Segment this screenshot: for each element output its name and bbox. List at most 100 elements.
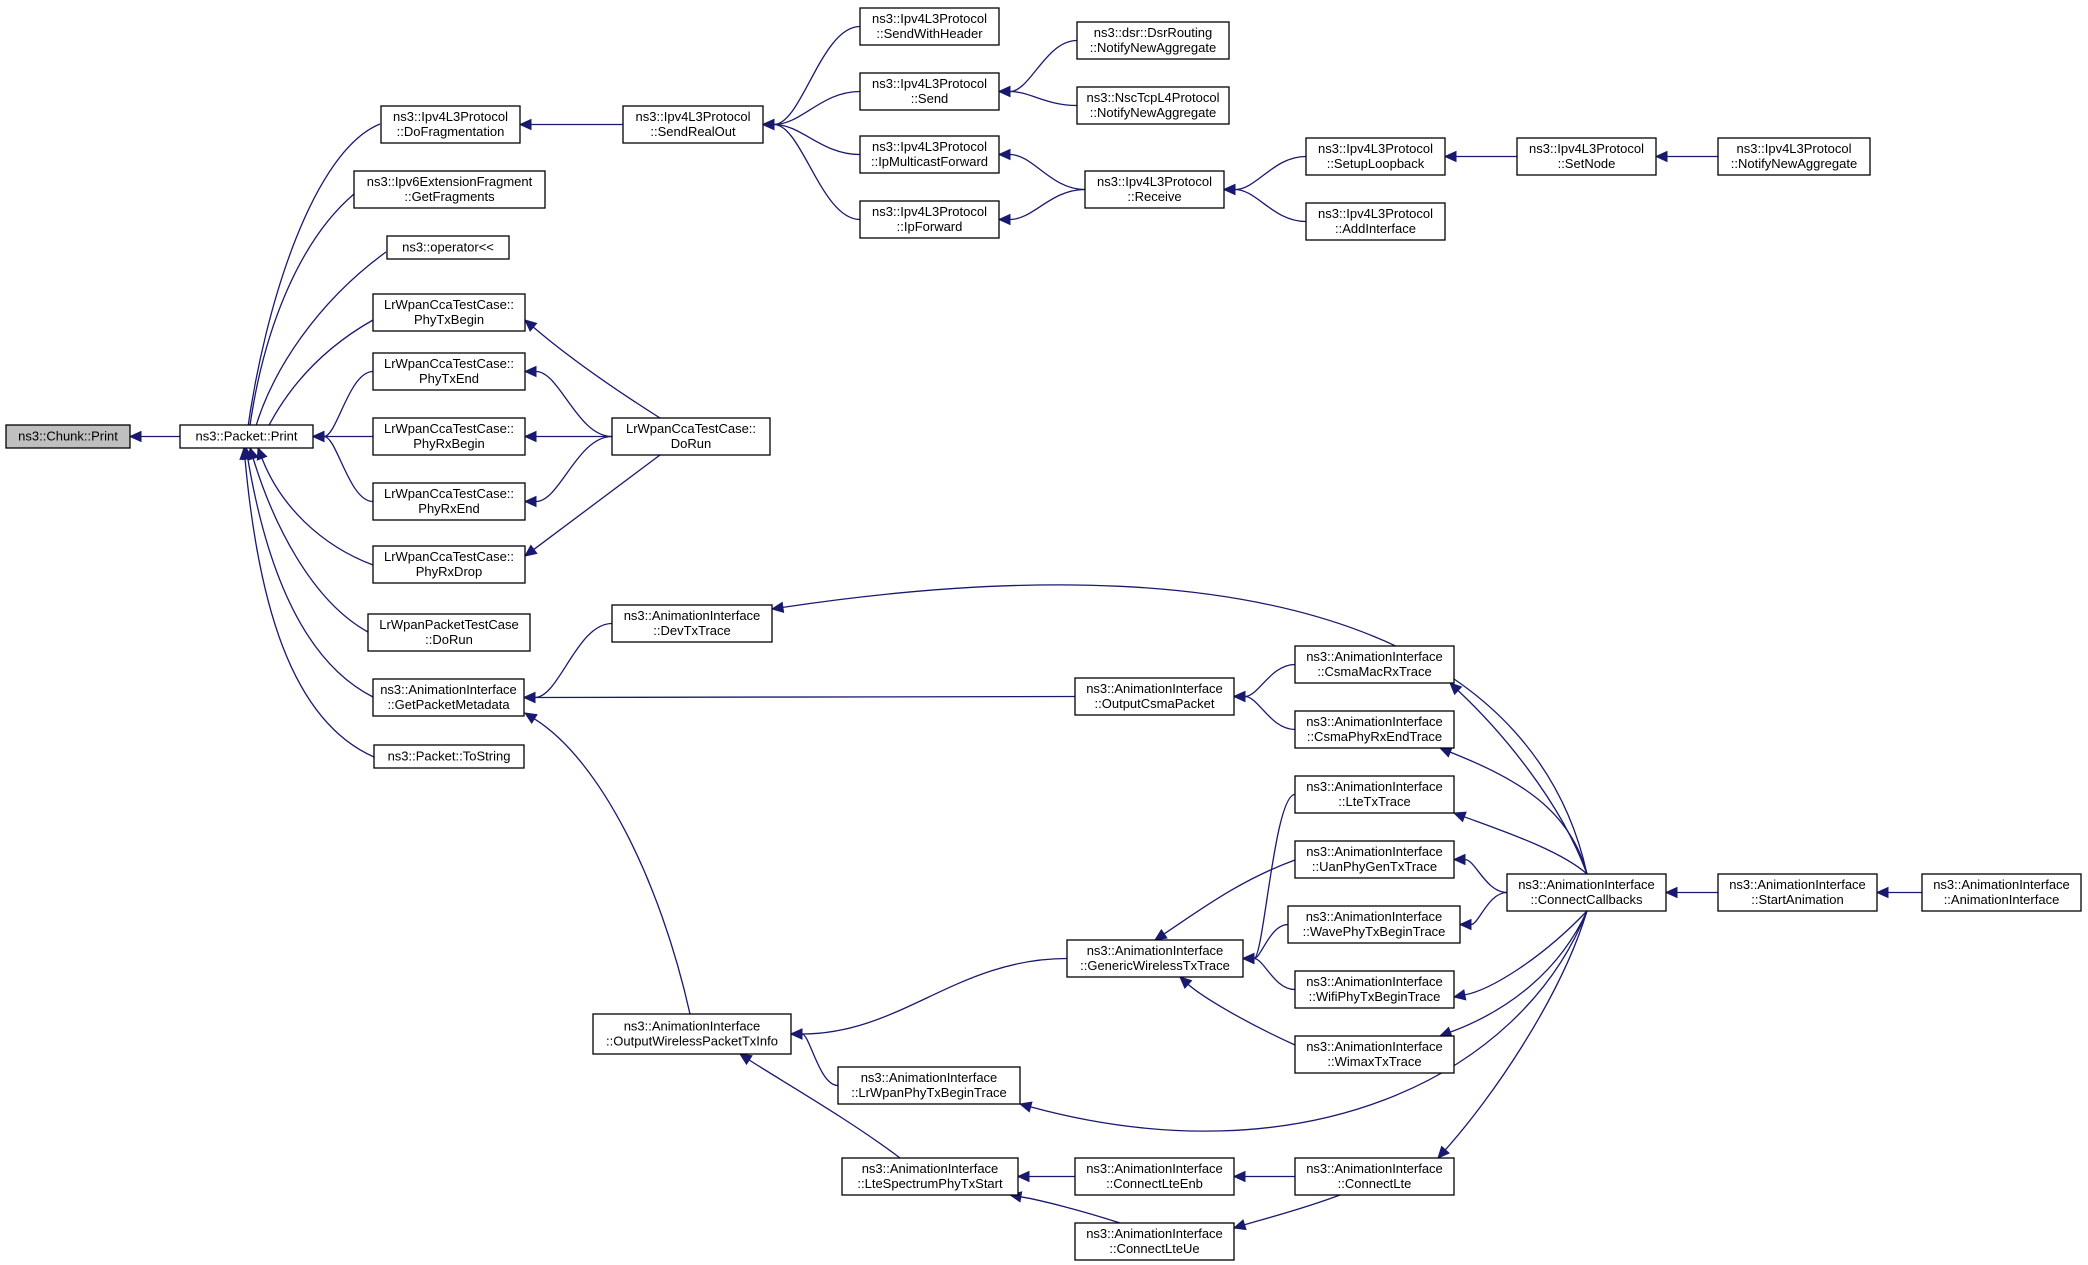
node-box[interactable] xyxy=(1076,86,1230,125)
node-box[interactable] xyxy=(1074,1157,1235,1196)
node-box[interactable] xyxy=(1294,1157,1455,1196)
node-devtxtrace[interactable]: ns3::AnimationInterface::DevTxTrace xyxy=(611,604,773,643)
node-outputcsmapacket[interactable]: ns3::AnimationInterface::OutputCsmaPacke… xyxy=(1074,677,1235,716)
node-box[interactable] xyxy=(353,170,546,209)
node-connectcallbacks[interactable]: ns3::AnimationInterface::ConnectCallback… xyxy=(1506,873,1667,912)
node-label: ::SendWithHeader xyxy=(876,26,983,41)
node-ltetxtrace[interactable]: ns3::AnimationInterface::LteTxTrace xyxy=(1294,775,1455,814)
node-box[interactable] xyxy=(373,744,525,769)
node-uanphygentxtrace[interactable]: ns3::AnimationInterface::UanPhyGenTxTrac… xyxy=(1294,840,1455,879)
node-packet_print[interactable]: ns3::Packet::Print xyxy=(179,424,314,449)
node-box[interactable] xyxy=(611,604,773,643)
node-genericwirelesstxtrace[interactable]: ns3::AnimationInterface::GenericWireless… xyxy=(1066,939,1244,978)
node-box[interactable] xyxy=(1294,710,1455,749)
node-sendwithheader[interactable]: ns3::Ipv4L3Protocol::SendWithHeader xyxy=(859,7,1000,46)
node-box[interactable] xyxy=(1516,137,1657,176)
node-box[interactable] xyxy=(1066,939,1244,978)
node-box[interactable] xyxy=(1506,873,1667,912)
node-connectlte[interactable]: ns3::AnimationInterface::ConnectLte xyxy=(1294,1157,1455,1196)
edge-line xyxy=(1244,1194,1341,1226)
node-animationinterface_ctor[interactable]: ns3::AnimationInterface::AnimationInterf… xyxy=(1921,873,2082,912)
node-ipmulticastforward[interactable]: ns3::Ipv4L3Protocol::IpMulticastForward xyxy=(859,135,1000,174)
node-lrwpanpacket_dorun[interactable]: LrWpanPacketTestCase::DoRun xyxy=(367,613,531,652)
node-box[interactable] xyxy=(859,135,1000,174)
node-sendrealout[interactable]: ns3::Ipv4L3Protocol::SendRealOut xyxy=(622,105,764,144)
arrowhead xyxy=(523,712,538,725)
node-label: ::LteSpectrumPhyTxStart xyxy=(857,1176,1003,1191)
node-operator_lshift[interactable]: ns3::operator<< xyxy=(386,235,510,260)
node-box[interactable] xyxy=(1305,202,1446,241)
node-phyrxdrop[interactable]: LrWpanCcaTestCase::PhyRxDrop xyxy=(372,545,526,584)
node-box[interactable] xyxy=(380,105,521,144)
node-box[interactable] xyxy=(367,613,531,652)
node-wimaxtxtrace[interactable]: ns3::AnimationInterface::WimaxTxTrace xyxy=(1294,1035,1455,1074)
node-wavephytxbegintrace[interactable]: ns3::AnimationInterface::WavePhyTxBeginT… xyxy=(1287,905,1461,944)
node-ltespectrumphytxstart[interactable]: ns3::AnimationInterface::LteSpectrumPhyT… xyxy=(841,1157,1019,1196)
node-box[interactable] xyxy=(1294,970,1455,1009)
node-box[interactable] xyxy=(1294,840,1455,879)
node-box[interactable] xyxy=(1076,21,1230,60)
node-connectlteue[interactable]: ns3::AnimationInterface::ConnectLteUe xyxy=(1074,1222,1235,1261)
node-outputwireless[interactable]: ns3::AnimationInterface::OutputWirelessP… xyxy=(592,1013,792,1055)
node-setuploopback[interactable]: ns3::Ipv4L3Protocol::SetupLoopback xyxy=(1305,137,1446,176)
node-box[interactable] xyxy=(1305,137,1446,176)
node-phyrxbegin[interactable]: LrWpanCcaTestCase::PhyRxBegin xyxy=(372,417,526,456)
node-lrwpanphytxbegintrace[interactable]: ns3::AnimationInterface::LrWpanPhyTxBegi… xyxy=(837,1066,1021,1105)
node-box[interactable] xyxy=(1294,645,1455,684)
node-ipforward[interactable]: ns3::Ipv4L3Protocol::IpForward xyxy=(859,200,1000,239)
node-ipv6_getfragments[interactable]: ns3::Ipv6ExtensionFragment::GetFragments xyxy=(353,170,546,209)
node-box[interactable] xyxy=(859,72,1000,111)
node-receive[interactable]: ns3::Ipv4L3Protocol::Receive xyxy=(1084,170,1225,209)
node-label: ns3::AnimationInterface xyxy=(1306,649,1443,664)
arrowhead xyxy=(997,213,1011,226)
edge-line xyxy=(1020,1196,1121,1224)
node-setnode[interactable]: ns3::Ipv4L3Protocol::SetNode xyxy=(1516,137,1657,176)
node-connectlteenb[interactable]: ns3::AnimationInterface::ConnectLteEnb xyxy=(1074,1157,1235,1196)
node-box[interactable] xyxy=(859,7,1000,46)
node-box[interactable] xyxy=(372,482,526,521)
node-box[interactable] xyxy=(841,1157,1019,1196)
node-box[interactable] xyxy=(1287,905,1461,944)
node-box[interactable] xyxy=(372,417,526,456)
node-box[interactable] xyxy=(1294,1035,1455,1074)
node-box[interactable] xyxy=(1084,170,1225,209)
node-nsctcp_notify[interactable]: ns3::NscTcpL4Protocol::NotifyNewAggregat… xyxy=(1076,86,1230,125)
node-cca_dorun[interactable]: LrWpanCcaTestCase::DoRun xyxy=(611,417,771,456)
node-box[interactable] xyxy=(611,417,771,456)
node-dofragmentation[interactable]: ns3::Ipv4L3Protocol::DoFragmentation xyxy=(380,105,521,144)
node-dsr_notify[interactable]: ns3::dsr::DsrRouting::NotifyNewAggregate xyxy=(1076,21,1230,60)
node-box[interactable] xyxy=(837,1066,1021,1105)
node-box[interactable] xyxy=(179,424,314,449)
node-csmamacrxtrace[interactable]: ns3::AnimationInterface::CsmaMacRxTrace xyxy=(1294,645,1455,684)
node-box[interactable] xyxy=(372,293,526,332)
node-box[interactable] xyxy=(622,105,764,144)
node-box[interactable] xyxy=(1074,677,1235,716)
node-box[interactable] xyxy=(859,200,1000,239)
node-box[interactable] xyxy=(1921,873,2082,912)
node-csmaphyrxendtrace[interactable]: ns3::AnimationInterface::CsmaPhyRxEndTra… xyxy=(1294,710,1455,749)
node-box[interactable] xyxy=(592,1013,792,1055)
edge-ltespectrumphytxstart-to-outputwireless xyxy=(738,1053,901,1159)
node-box[interactable] xyxy=(1074,1222,1235,1261)
node-phytxend[interactable]: LrWpanCcaTestCase::PhyTxEnd xyxy=(372,352,526,391)
node-getpacketmetadata[interactable]: ns3::AnimationInterface::GetPacketMetada… xyxy=(372,678,525,717)
node-phytxbegin[interactable]: LrWpanCcaTestCase::PhyTxBegin xyxy=(372,293,526,332)
node-box[interactable] xyxy=(1717,137,1871,176)
node-label: ns3::NscTcpL4Protocol xyxy=(1087,90,1220,105)
node-box[interactable] xyxy=(1717,873,1878,912)
node-box[interactable] xyxy=(386,235,510,260)
node-l3_notifynewaggregate[interactable]: ns3::Ipv4L3Protocol::NotifyNewAggregate xyxy=(1717,137,1871,176)
node-box[interactable] xyxy=(5,424,131,449)
node-box[interactable] xyxy=(372,352,526,391)
node-box[interactable] xyxy=(1294,775,1455,814)
node-box[interactable] xyxy=(372,678,525,717)
node-send[interactable]: ns3::Ipv4L3Protocol::Send xyxy=(859,72,1000,111)
node-wifiphytxbegintrace[interactable]: ns3::AnimationInterface::WifiPhyTxBeginT… xyxy=(1294,970,1455,1009)
node-packet_tostring[interactable]: ns3::Packet::ToString xyxy=(373,744,525,769)
node-addinterface[interactable]: ns3::Ipv4L3Protocol::AddInterface xyxy=(1305,202,1446,241)
node-label: ::DevTxTrace xyxy=(653,623,731,638)
node-phyrxend[interactable]: LrWpanCcaTestCase::PhyRxEnd xyxy=(372,482,526,521)
node-box[interactable] xyxy=(372,545,526,584)
node-chunk_print[interactable]: ns3::Chunk::Print xyxy=(5,424,131,449)
node-startanimation[interactable]: ns3::AnimationInterface::StartAnimation xyxy=(1717,873,1878,912)
